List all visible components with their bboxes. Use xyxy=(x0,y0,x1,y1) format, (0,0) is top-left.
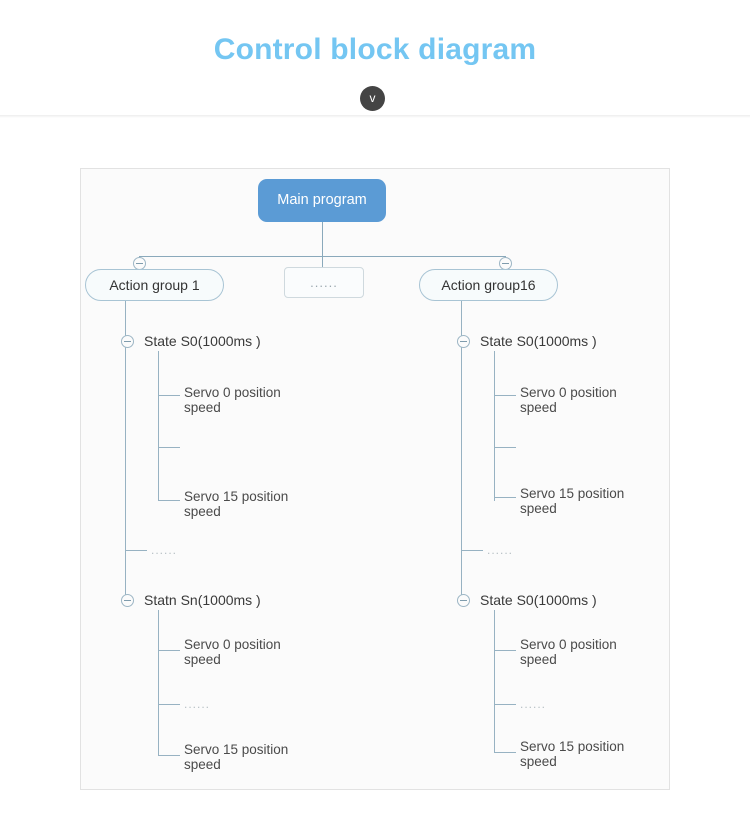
connector-state-ellipsis-right-tick xyxy=(461,550,483,551)
label-sn-servo-15-left: Servo 15 position speed xyxy=(184,742,334,772)
servo-line-1: Servo 0 position xyxy=(184,637,281,652)
control-block-diagram-panel: Main program Action group 1 ...... Actio… xyxy=(80,168,670,790)
page-title: Control block diagram xyxy=(213,33,537,66)
connector-s0b-servo0-right-tick xyxy=(494,650,516,651)
servo-line-2: speed xyxy=(184,757,221,772)
label-servo-0-right: Servo 0 position speed xyxy=(520,385,670,415)
connector-bus-middle-drop xyxy=(322,256,323,267)
connector-state-s0-left-trunk xyxy=(158,351,159,501)
servo-line-2: speed xyxy=(520,754,557,769)
node-action-group-16[interactable]: Action group16 xyxy=(419,269,558,301)
servo-line-1: Servo 15 position xyxy=(184,742,289,757)
connector-root-stem xyxy=(322,222,323,256)
connector-sn-servo0-left-tick xyxy=(158,650,180,651)
connector-servo15-right-tick xyxy=(494,497,516,498)
connector-group16-trunk xyxy=(461,301,462,601)
chevron-down-icon[interactable]: v xyxy=(360,86,385,111)
connector-state-ellipsis-left-tick xyxy=(125,550,147,551)
connector-group1-trunk xyxy=(125,301,126,601)
label-s0b-servo-0-right: Servo 0 position speed xyxy=(520,637,670,667)
collapse-toggle-state-s0-right[interactable] xyxy=(457,335,470,348)
node-middle-placeholder[interactable]: ...... xyxy=(284,267,364,298)
label-s0b-servo-ellipsis-right: ...... xyxy=(520,697,547,711)
collapse-toggle-state-s0-left[interactable] xyxy=(121,335,134,348)
connector-s0b-servo15-right-tick xyxy=(494,752,516,753)
servo-line-2: speed xyxy=(520,652,557,667)
label-state-ellipsis-left: ...... xyxy=(151,543,178,557)
label-sn-servo-ellipsis-left: ...... xyxy=(184,697,211,711)
connector-state-s0-right-trunk xyxy=(494,351,495,501)
connector-sn-servo15-left-tick xyxy=(158,755,180,756)
connector-state-sn-left-trunk xyxy=(158,610,159,755)
node-action-group-1[interactable]: Action group 1 xyxy=(85,269,224,301)
connector-s0b-servo-mid-right-tick xyxy=(494,704,516,705)
header-divider xyxy=(0,115,750,118)
connector-state-s0b-right-trunk xyxy=(494,610,495,752)
connector-servo-mid-right-tick xyxy=(494,447,516,448)
label-state-s0-right: State S0(1000ms ) xyxy=(480,333,597,349)
label-s0b-servo-15-right: Servo 15 position speed xyxy=(520,739,670,769)
servo-line-2: speed xyxy=(184,504,221,519)
servo-line-1: Servo 0 position xyxy=(520,385,617,400)
connector-servo0-left-tick xyxy=(158,395,180,396)
label-sn-servo-0-left: Servo 0 position speed xyxy=(184,637,334,667)
page-header: Control block diagram v xyxy=(0,0,750,118)
label-servo-15-left: Servo 15 position speed xyxy=(184,489,334,519)
servo-line-1: Servo 15 position xyxy=(184,489,289,504)
connector-servo-mid-left-tick xyxy=(158,447,180,448)
label-state-s0-left: State S0(1000ms ) xyxy=(144,333,261,349)
servo-line-1: Servo 15 position xyxy=(520,739,625,754)
servo-line-1: Servo 0 position xyxy=(520,637,617,652)
servo-line-1: Servo 15 position xyxy=(520,486,625,501)
connector-sn-servo-mid-left-tick xyxy=(158,704,180,705)
node-main-program[interactable]: Main program xyxy=(258,179,386,222)
connector-servo0-right-tick xyxy=(494,395,516,396)
servo-line-2: speed xyxy=(520,501,557,516)
collapse-toggle-state-sn-left[interactable] xyxy=(121,594,134,607)
servo-line-2: speed xyxy=(520,400,557,415)
servo-line-2: speed xyxy=(184,652,221,667)
servo-line-2: speed xyxy=(184,400,221,415)
collapse-toggle-state-s0b-right[interactable] xyxy=(457,594,470,607)
label-state-ellipsis-right: ...... xyxy=(487,543,514,557)
label-state-s0b-right: State S0(1000ms ) xyxy=(480,592,597,608)
connector-servo15-left-tick xyxy=(158,500,180,501)
label-state-sn-left: Statn Sn(1000ms ) xyxy=(144,592,261,608)
label-servo-15-right: Servo 15 position speed xyxy=(520,486,670,516)
label-servo-0-left: Servo 0 position speed xyxy=(184,385,334,415)
servo-line-1: Servo 0 position xyxy=(184,385,281,400)
